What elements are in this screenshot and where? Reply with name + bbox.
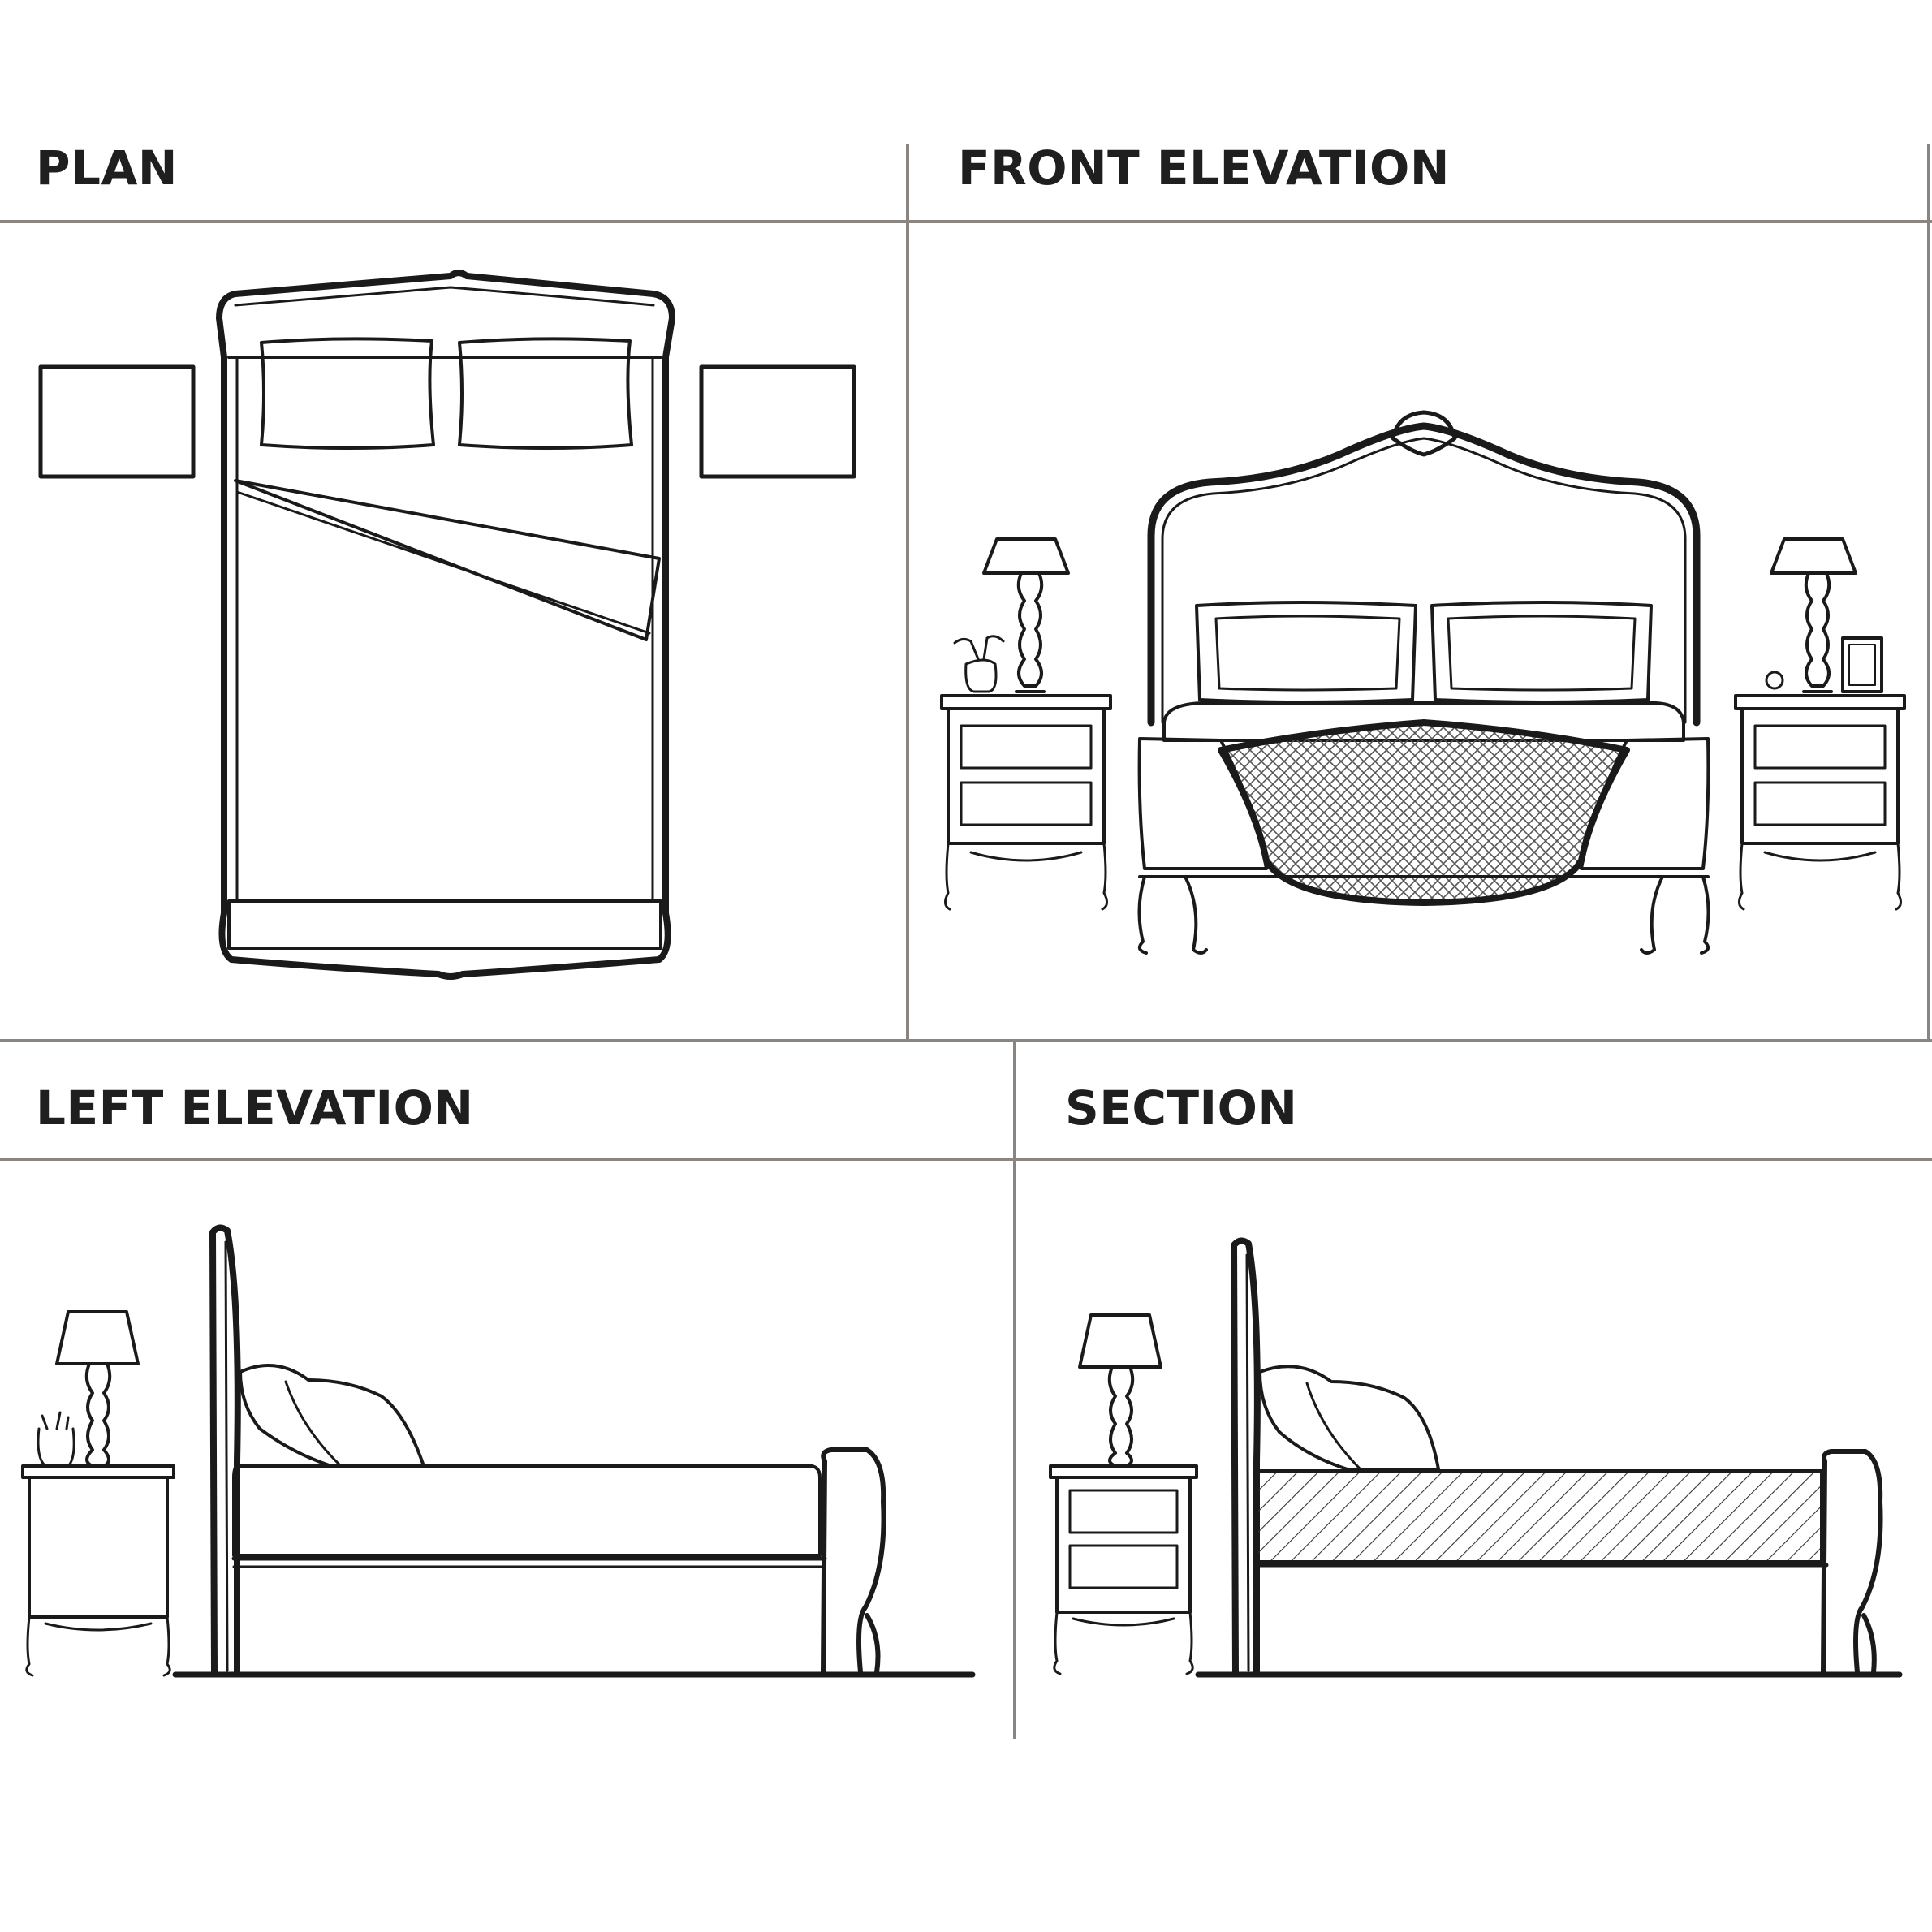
mattress-side (232, 1464, 822, 1557)
nightstand-section (1049, 1313, 1198, 1675)
front-elevation-title: FRONT ELEVATION (958, 140, 1450, 196)
panel-frame (0, 144, 1932, 1739)
pillows-side (239, 1364, 425, 1468)
plan-drawing (38, 270, 856, 980)
plan-title: PLAN (36, 140, 178, 196)
nightstand-right-plan (699, 364, 856, 479)
sheet-fold-plan (234, 479, 661, 641)
pillow-right-plan (458, 337, 633, 450)
bedside-panel-right (1580, 737, 1710, 870)
bed-frame-plan (216, 270, 675, 980)
headboard-side (209, 1224, 241, 1675)
mattress-front (1162, 701, 1685, 742)
nightstand-right-front (1734, 537, 1906, 911)
mattress-section-hatched (1255, 1469, 1823, 1563)
nightstand-left-side (21, 1310, 175, 1677)
nightstand-left-plan (38, 364, 196, 479)
nightstand-left-front (940, 537, 1112, 911)
left-elevation-drawing (21, 1224, 976, 1678)
left-elevation-title: LEFT ELEVATION (36, 1080, 474, 1136)
section-drawing (1049, 1237, 1903, 1678)
pillows-section (1258, 1365, 1440, 1471)
headboard-front (1147, 422, 1701, 727)
section-title: SECTION (1065, 1080, 1298, 1136)
bedside-panel-left (1137, 737, 1268, 870)
pillow-left-plan (260, 337, 435, 450)
footboard-section (1821, 1449, 1883, 1675)
footboard-plan (227, 899, 662, 950)
footboard-side (821, 1447, 886, 1675)
headboard-section (1231, 1237, 1261, 1675)
crest-ornament (1391, 410, 1457, 457)
front-elevation-drawing (940, 410, 1906, 955)
